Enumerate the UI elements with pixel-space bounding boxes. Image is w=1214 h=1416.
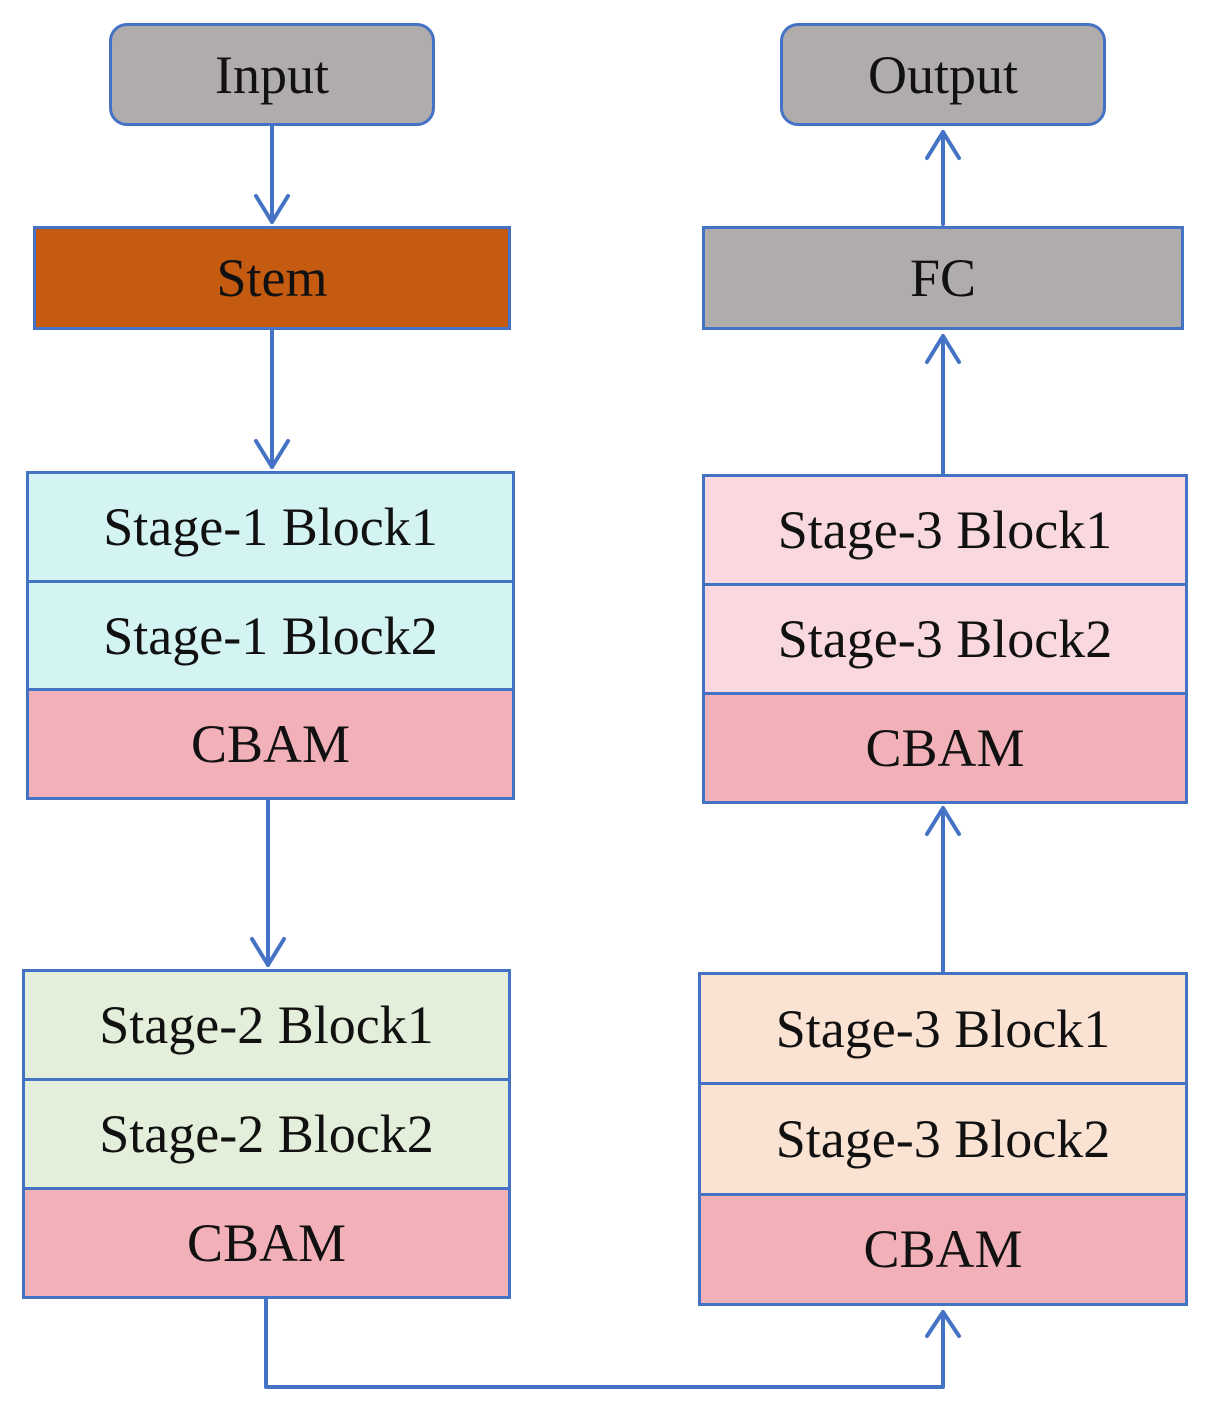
stage1-group: Stage-1 Block1 Stage-1 Block2 CBAM <box>26 471 515 800</box>
stage1-block2-label: Stage-1 Block2 <box>103 605 438 666</box>
arrowhead-fc <box>925 334 961 364</box>
stage2-cbam-label: CBAM <box>186 1213 347 1273</box>
fc-node: FC <box>702 226 1184 330</box>
stage3-upper-group: Stage-3 Block1 Stage-3 Block2 CBAM <box>702 474 1188 804</box>
stage3-upper-block2: Stage-3 Block2 <box>705 586 1185 695</box>
arrowhead-stage3-lower <box>925 1310 961 1338</box>
stage2-group: Stage-2 Block1 Stage-2 Block2 CBAM <box>22 969 511 1299</box>
stage2-block2-label: Stage-2 Block2 <box>99 1104 434 1164</box>
stem-node: Stem <box>33 226 511 330</box>
stage3-upper-block2-label: Stage-3 Block2 <box>777 609 1113 669</box>
stage3-lower-block2: Stage-3 Block2 <box>701 1085 1185 1196</box>
stage3-lower-block2-label: Stage-3 Block2 <box>775 1108 1111 1169</box>
arrowhead-stage1 <box>254 439 290 469</box>
stage3-lower-block1-label: Stage-3 Block1 <box>775 998 1111 1059</box>
arrowhead-stage2 <box>250 937 286 967</box>
stage2-block1: Stage-2 Block1 <box>25 972 508 1081</box>
arrowhead-stem <box>254 194 290 224</box>
arrowhead-stage3-upper <box>925 806 961 836</box>
stage3-lower-cbam-label: CBAM <box>863 1219 1023 1280</box>
stage3-upper-block1-label: Stage-3 Block1 <box>777 500 1113 560</box>
stage3-lower-cbam: CBAM <box>701 1195 1185 1303</box>
stage3-lower-group: Stage-3 Block1 Stage-3 Block2 CBAM <box>698 972 1188 1306</box>
stage1-cbam: CBAM <box>29 691 512 798</box>
stem-label: Stem <box>216 248 328 308</box>
output-node: Output <box>780 23 1106 126</box>
stage1-block1-label: Stage-1 Block1 <box>103 496 438 557</box>
arrowhead-output <box>925 130 961 160</box>
input-node: Input <box>109 23 435 126</box>
stage2-cbam: CBAM <box>25 1190 508 1296</box>
fc-label: FC <box>909 248 977 308</box>
stage1-block1: Stage-1 Block1 <box>29 474 512 583</box>
stage2-block2: Stage-2 Block2 <box>25 1081 508 1190</box>
stage3-upper-cbam: CBAM <box>705 695 1185 801</box>
stage1-cbam-label: CBAM <box>190 714 351 775</box>
stage3-lower-block1: Stage-3 Block1 <box>701 975 1185 1086</box>
stage2-block1-label: Stage-2 Block1 <box>99 995 434 1055</box>
arrow-stage2-to-stage3-lower <box>264 1298 945 1389</box>
stage3-upper-block1: Stage-3 Block1 <box>705 477 1185 586</box>
stage3-upper-cbam-label: CBAM <box>865 718 1025 778</box>
output-label: Output <box>867 44 1018 105</box>
stage1-block2: Stage-1 Block2 <box>29 582 512 692</box>
input-label: Input <box>215 44 329 105</box>
